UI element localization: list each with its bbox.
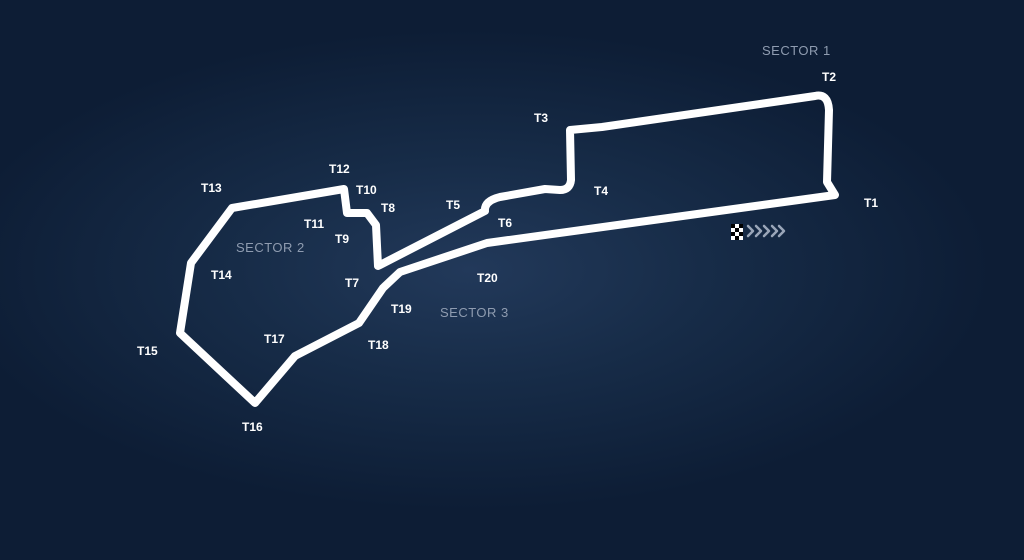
turn-label-t10: T10 xyxy=(356,183,377,197)
turn-label-t18: T18 xyxy=(368,338,389,352)
turn-label-t5: T5 xyxy=(446,198,460,212)
turn-label-t20: T20 xyxy=(477,271,498,285)
checkered-flag-icon xyxy=(731,224,743,240)
turn-label-t2: T2 xyxy=(822,70,836,84)
chevron-arrows-icon xyxy=(746,224,786,238)
turn-label-t13: T13 xyxy=(201,181,222,195)
turn-label-t15: T15 xyxy=(137,344,158,358)
turn-label-t19: T19 xyxy=(391,302,412,316)
sector-2-label: SECTOR 2 xyxy=(236,240,305,255)
turn-label-t8: T8 xyxy=(381,201,395,215)
sector-1-label: SECTOR 1 xyxy=(762,43,831,58)
turn-label-t12: T12 xyxy=(329,162,350,176)
turn-label-t7: T7 xyxy=(345,276,359,290)
turn-label-t6: T6 xyxy=(498,216,512,230)
turn-label-t9: T9 xyxy=(335,232,349,246)
turn-label-t16: T16 xyxy=(242,420,263,434)
turn-label-t14: T14 xyxy=(211,268,232,282)
turn-label-t3: T3 xyxy=(534,111,548,125)
turn-label-t1: T1 xyxy=(864,196,878,210)
sector-3-label: SECTOR 3 xyxy=(440,305,509,320)
track-path xyxy=(176,91,839,407)
turn-label-t4: T4 xyxy=(594,184,608,198)
turn-label-t17: T17 xyxy=(264,332,285,346)
turn-label-t11: T11 xyxy=(304,217,324,231)
